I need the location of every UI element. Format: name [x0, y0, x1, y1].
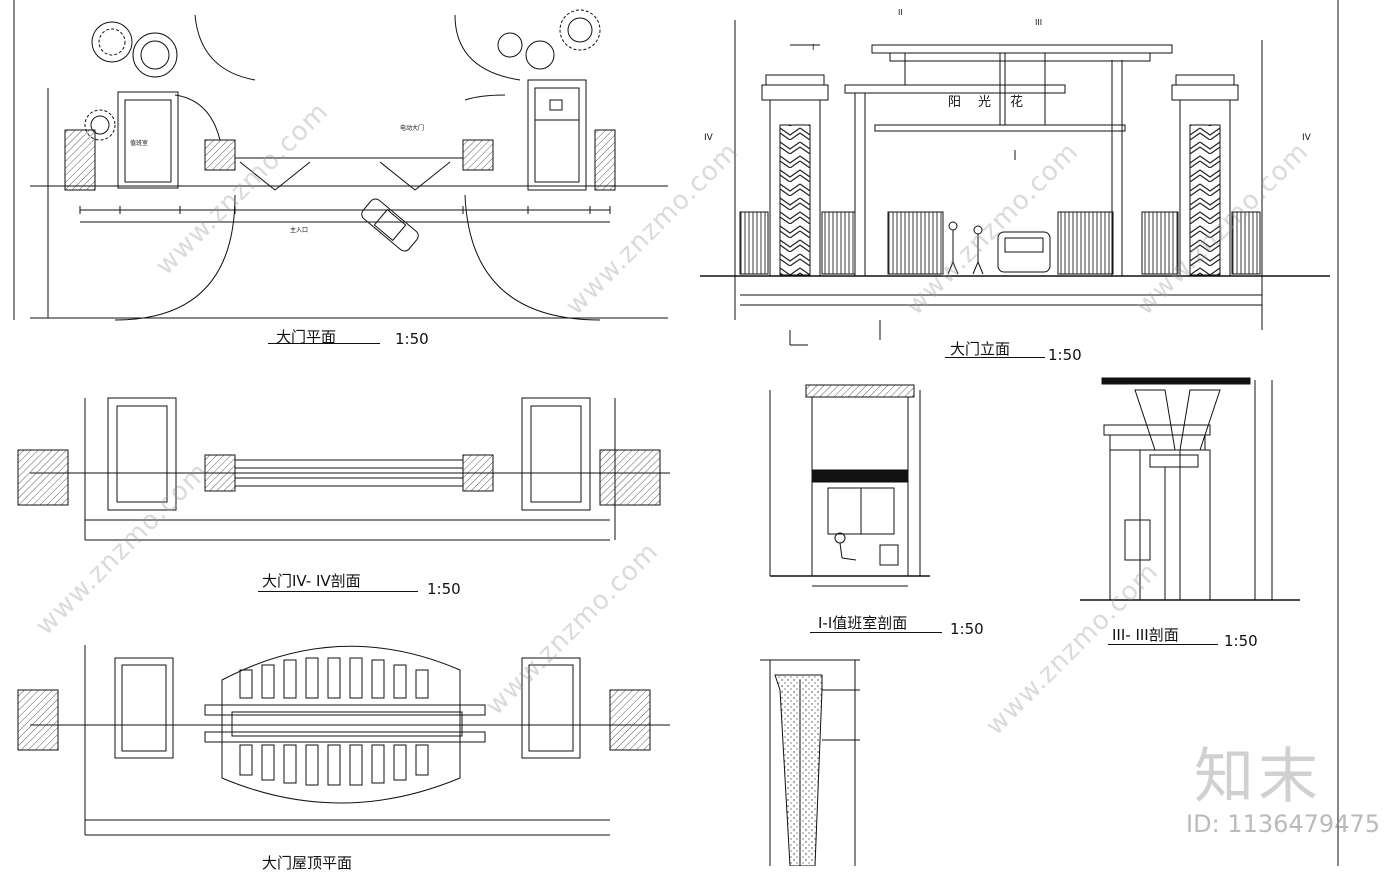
section-iii-scale: 1:50: [1224, 632, 1258, 650]
section-mark-i: I: [812, 43, 814, 52]
section-i-scale: 1:50: [950, 620, 984, 638]
section-mark-iv-right: IV: [1302, 133, 1312, 143]
section-iv-scale: 1:50: [427, 580, 461, 598]
elevation-title: 大门立面: [950, 340, 1011, 358]
elevation-sign-char-1: 阳: [948, 95, 961, 110]
plan-entrance-label: 主入口: [290, 226, 308, 234]
elevation-sign-char-2: 光: [978, 95, 991, 110]
section-mark-ii: II: [898, 8, 903, 17]
elevation-title-underline: [945, 357, 1045, 358]
section-i-title: I-I值班室剖面: [818, 614, 908, 632]
plan-title-underline: [268, 343, 380, 344]
section-iii-title: III- III剖面: [1112, 626, 1179, 644]
gate-plan-drawing: [30, 10, 668, 320]
roof-plan-drawing: [18, 645, 670, 835]
plan-guard-room-label: 值班室: [130, 139, 148, 147]
section-mark-iv-left: IV: [704, 133, 714, 143]
sheet-frame: [14, 0, 1338, 866]
section-mark-iii: III: [1035, 18, 1042, 27]
elevation-sign-char-3: 花: [1010, 94, 1023, 110]
section-iv-drawing: [18, 398, 670, 540]
section-iv-title-underline: [258, 591, 418, 592]
tree-symbols: [85, 10, 600, 140]
section-i-title-underline: [810, 632, 942, 633]
section-i-drawing: [770, 385, 930, 586]
gate-elevation-drawing: [700, 45, 1330, 345]
section-iii-drawing: [1080, 378, 1300, 600]
watermark-id: ID: 1136479475: [1186, 810, 1380, 838]
section-iii-title-underline: [1108, 644, 1218, 645]
roof-plan-title: 大门屋顶平面: [262, 854, 353, 872]
wall-detail-drawing: [760, 660, 860, 866]
plan-title: 大门平面: [276, 328, 337, 346]
plan-gate-label: 电动大门: [400, 124, 424, 132]
elevation-scale: 1:50: [1048, 346, 1082, 364]
watermark-brand: 知末: [1194, 742, 1322, 812]
plan-scale: 1:50: [395, 330, 429, 348]
section-iv-title: 大门IV- IV剖面: [262, 572, 361, 590]
